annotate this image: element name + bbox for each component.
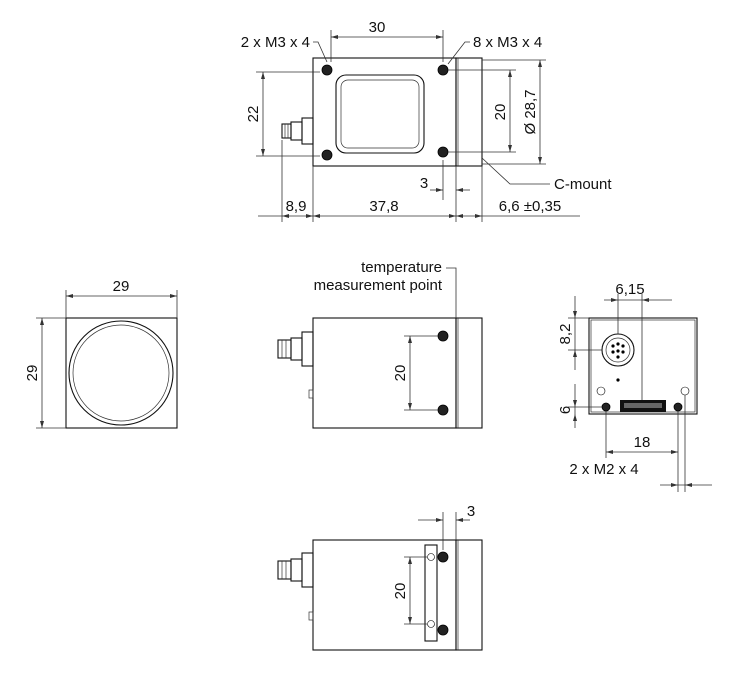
bottom-view-flange bbox=[455, 539, 483, 651]
side-view-body bbox=[312, 317, 457, 429]
rear-18-label: 18 bbox=[634, 434, 651, 451]
top-view-flange bbox=[455, 57, 483, 167]
side-view-hole-2 bbox=[437, 404, 449, 416]
front-height-29-label: 29 bbox=[24, 365, 41, 382]
top-screws-label: 2 x M3 x 4 bbox=[241, 34, 310, 51]
height-22-label: 22 bbox=[245, 106, 262, 123]
front-view: 29 29 bbox=[24, 278, 178, 429]
bottom-view-connector bbox=[277, 552, 314, 588]
top-view-connector bbox=[281, 117, 314, 145]
side-view-connector bbox=[277, 331, 314, 367]
top-screw-hole-1 bbox=[321, 64, 333, 76]
offset-3-top-label: 3 bbox=[420, 175, 428, 192]
rear-view-body bbox=[588, 317, 698, 415]
side-screw-hole-1 bbox=[437, 64, 449, 76]
hole-spacing-20-bottom-label: 20 bbox=[392, 583, 409, 600]
bottom-view-plate bbox=[424, 544, 438, 642]
top-width-30-label: 30 bbox=[369, 19, 386, 36]
bottom-small-hole-1 bbox=[427, 553, 435, 561]
side-view-hole-1 bbox=[437, 330, 449, 342]
top-view: 30 2 x M3 x 4 8 x M3 x 4 22 20 Ø 28,7 C-… bbox=[241, 19, 612, 222]
side-view: temperature measurement point 20 bbox=[277, 259, 483, 429]
rear-screws-label: 2 x M2 x 4 bbox=[569, 461, 638, 478]
bottom-small-hole-2 bbox=[427, 620, 435, 628]
front-view-body bbox=[65, 317, 178, 429]
bottom-screw-hole-2 bbox=[437, 624, 449, 636]
hole-spacing-20-side-label: 20 bbox=[392, 365, 409, 382]
rear-screw-left bbox=[601, 402, 611, 412]
rear-6-label: 6 bbox=[557, 406, 574, 414]
bottom-screw-hole-1 bbox=[437, 551, 449, 563]
flange-6-6-label: 6,6 ±0,35 bbox=[499, 198, 561, 215]
top-view-body bbox=[312, 57, 457, 167]
rear-view: 6,15 8,2 6 18 2 x M2 x 4 bbox=[557, 281, 712, 492]
front-width-29-label: 29 bbox=[113, 278, 130, 295]
top-view-sensor-window bbox=[335, 74, 425, 154]
diameter-28-7-label: Ø 28,7 bbox=[522, 89, 539, 134]
side-view-flange bbox=[455, 317, 483, 429]
body-37-8-label: 37,8 bbox=[369, 198, 398, 215]
c-mount-label: C-mount bbox=[554, 176, 612, 193]
rear-6-15-label: 6,15 bbox=[615, 281, 644, 298]
rear-screw-right bbox=[673, 402, 683, 412]
rear-8-2-label: 8,2 bbox=[557, 324, 574, 345]
temperature-label-line2: measurement point bbox=[314, 277, 443, 294]
rear-hole-top-right bbox=[680, 386, 690, 396]
side-screw-hole-2 bbox=[437, 146, 449, 158]
hole-spacing-20-top-label: 20 bbox=[492, 104, 509, 121]
bottom-view: 3 20 bbox=[277, 503, 483, 651]
rear-hole-top-left bbox=[596, 386, 606, 396]
temperature-label-line1: temperature bbox=[361, 259, 442, 276]
connector-8-9-label: 8,9 bbox=[286, 198, 307, 215]
bottom-3-label: 3 bbox=[467, 503, 475, 520]
top-screw-hole-2 bbox=[321, 149, 333, 161]
front-view-lens-mount bbox=[68, 320, 174, 426]
side-screws-label: 8 x M3 x 4 bbox=[473, 34, 542, 51]
